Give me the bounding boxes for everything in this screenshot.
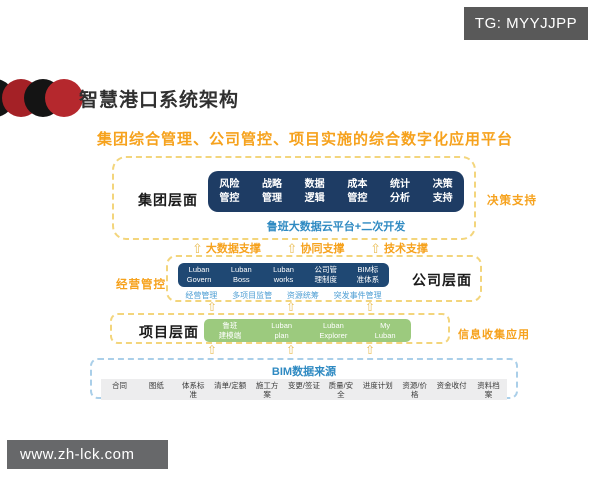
company-modules-bar: Luban Govern Luban Boss Luban works 公司管 …	[178, 263, 389, 287]
cloud-platform-caption: 鲁班大数据云平台+二次开发	[266, 221, 406, 233]
logo-circle-icon	[45, 79, 83, 117]
side-label-decision-support: 决策支持	[487, 195, 537, 207]
company-function: 突发事件管理	[333, 291, 382, 300]
bim-source-item: 进度计划	[362, 381, 393, 390]
bim-source-item: 变更/签证	[287, 381, 321, 390]
bim-source-item: 资源/价 格	[402, 381, 427, 400]
company-module: Luban works	[273, 265, 294, 284]
company-layer-label: 公司层面	[412, 272, 472, 288]
platform-heading: 集团综合管理、公司管控、项目实施的综合数字化应用平台	[96, 131, 513, 148]
support-item: ⇧ 协同支撑	[287, 240, 345, 256]
up-arrow-icon: ⇧	[286, 240, 298, 256]
group-layer-panel: 集团层面 风险 管控 战略 管理 数据 逻辑 成本 管控 统计 分析 决策 支持…	[112, 156, 476, 240]
side-label-operation-control: 经营管控	[116, 279, 166, 291]
group-layer-label: 集团层面	[138, 192, 198, 208]
watermark-url: www.zh-lck.com	[7, 440, 168, 469]
company-function: 资源统筹	[286, 291, 319, 300]
bim-source-panel: BIM数据来源 合同 图纸 体系标 准 清单/定额 施工方 案 变更/签证 质量…	[90, 358, 518, 400]
project-module: 鲁班 建模端	[218, 320, 242, 340]
group-module: 成本 管控	[347, 179, 368, 204]
support-item: ⇧ 大数据支撑	[192, 240, 261, 256]
project-module: Luban plan	[271, 320, 293, 340]
bim-source-item: 质量/安 全	[328, 381, 354, 400]
group-module: 战略 管理	[262, 179, 282, 204]
up-arrow-icon: ⇧	[370, 240, 381, 256]
up-arrow-icon: ⇧	[285, 343, 297, 357]
bim-source-item: 施工方 案	[255, 381, 279, 400]
bim-source-item: 图纸	[148, 381, 164, 390]
logo	[0, 78, 95, 118]
up-arrow-icon: ⇧	[364, 300, 375, 314]
project-layer-label: 项目层面	[139, 324, 199, 340]
bim-source-item: 合同	[111, 381, 127, 390]
group-module: 风险 管控	[219, 179, 240, 204]
group-module: 数据 逻辑	[304, 179, 325, 204]
company-layer-panel: Luban Govern Luban Boss Luban works 公司管 …	[166, 255, 482, 302]
group-modules-bar: 风险 管控 战略 管理 数据 逻辑 成本 管控 统计 分析 决策 支持	[208, 171, 464, 212]
up-arrow-icon: ⇧	[207, 343, 218, 357]
company-module: Luban Govern	[186, 265, 212, 284]
project-layer-panel: 项目层面 鲁班 建模端 Luban plan Luban Explorer My…	[110, 313, 450, 344]
bim-source-item: 资料档 案	[477, 381, 500, 400]
arrow-row: ⇧ ⇧ ⇧	[207, 301, 375, 313]
side-label-info-collection: 信息收集应用	[458, 329, 530, 341]
company-function: 多项目监管	[232, 291, 273, 300]
group-module: 决策 支持	[432, 179, 453, 204]
tg-badge: TG: MYYJJPP	[464, 7, 588, 40]
up-arrow-icon: ⇧	[192, 240, 203, 256]
support-label: 协同支撑	[300, 243, 345, 255]
support-label: 技术支撑	[384, 243, 428, 255]
bim-source-item: 清单/定额	[214, 381, 247, 390]
company-module: 公司管 理制度	[314, 265, 337, 284]
bim-source-strip: 合同 图纸 体系标 准 清单/定额 施工方 案 变更/签证 质量/安 全 进度计…	[101, 379, 507, 400]
group-module: 统计 分析	[390, 179, 411, 204]
arrow-row: ⇧ ⇧ ⇧	[207, 344, 375, 356]
project-module: My Luban	[374, 320, 396, 340]
support-label: 大数据支撑	[205, 243, 261, 255]
bim-source-item: 体系标 准	[182, 381, 205, 400]
company-module: BIM标 准体系	[356, 265, 380, 284]
company-function: 经营管理	[185, 291, 218, 300]
up-arrow-icon: ⇧	[285, 300, 297, 314]
project-modules-bar: 鲁班 建模端 Luban plan Luban Explorer My Luba…	[204, 319, 411, 342]
up-arrow-icon: ⇧	[364, 343, 375, 357]
up-arrow-icon: ⇧	[207, 300, 218, 314]
support-row: ⇧ 大数据支撑 ⇧ 协同支撑 ⇧ 技术支撑	[192, 240, 428, 256]
page-title: 智慧港口系统架构	[79, 90, 240, 111]
bim-source-title: BIM数据来源	[271, 366, 337, 378]
project-module: Luban Explorer	[319, 320, 348, 340]
support-item: ⇧ 技术支撑	[370, 240, 428, 256]
company-module: Luban Boss	[230, 265, 252, 284]
bim-source-item: 资金收付	[436, 381, 467, 390]
company-functions-row: 经营管理 多项目监管 资源统筹 突发事件管理	[178, 290, 389, 301]
